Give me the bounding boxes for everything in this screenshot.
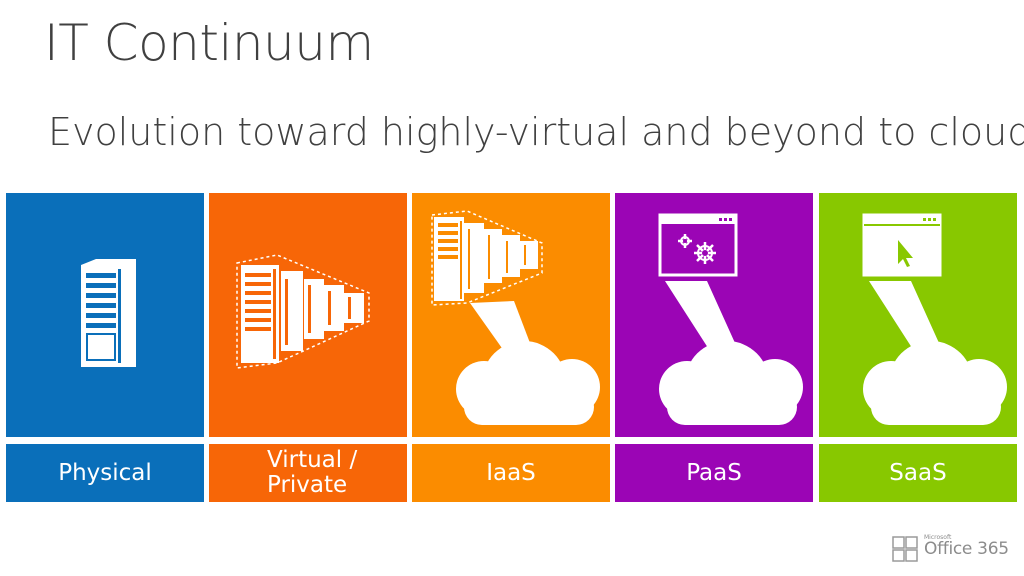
window-cursor-cloud-icon (862, 213, 1007, 425)
tile-iaas (412, 193, 610, 437)
label-physical: Physical (6, 444, 204, 502)
label-paas: PaaS (615, 444, 813, 502)
label-private-line: Private (267, 472, 348, 498)
office-365-logo: Microsoft Office 365 (892, 534, 1009, 562)
server-icon (81, 259, 136, 367)
slide-subtitle: Evolution toward highly-virtual and beyo… (48, 110, 1024, 154)
tile-virtual-private (209, 193, 407, 437)
label-iaas: IaaS (412, 444, 610, 502)
slide-title: IT Continuum (44, 14, 374, 72)
server-rack-icon (236, 254, 370, 369)
tile-saas (819, 193, 1017, 437)
label-saas: SaaS (819, 444, 1017, 502)
window-gears-cloud-icon (658, 213, 803, 425)
label-virtual-private: Virtual / Private (209, 444, 407, 502)
logo-product: Office 365 (924, 539, 1009, 559)
logo-brand: Microsoft (924, 534, 952, 541)
label-virtual-line: Virtual / (267, 447, 358, 473)
tile-physical (6, 193, 204, 437)
tile-paas (615, 193, 813, 437)
server-cloud-icon (431, 210, 600, 425)
office-logo-icon (892, 536, 918, 562)
